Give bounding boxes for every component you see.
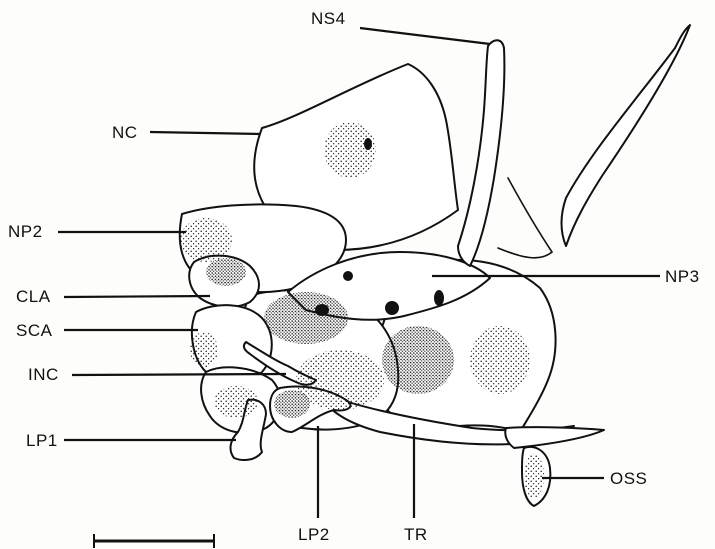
- dorsal-process: [562, 25, 691, 246]
- label-nc: NC: [112, 123, 138, 142]
- ventral-spike: [505, 427, 604, 448]
- label-lp2: LP2: [298, 525, 330, 544]
- label-ns4: NS4: [311, 9, 346, 28]
- label-np3: NP3: [665, 267, 700, 286]
- label-cla: CLA: [16, 287, 51, 306]
- label-inc: INC: [28, 365, 59, 384]
- label-np2: NP2: [8, 222, 43, 241]
- label-oss: OSS: [610, 469, 647, 488]
- label-sca: SCA: [16, 321, 53, 340]
- ns4-element: [458, 40, 504, 266]
- label-tr: TR: [404, 525, 428, 544]
- label-lp1: LP1: [26, 431, 58, 450]
